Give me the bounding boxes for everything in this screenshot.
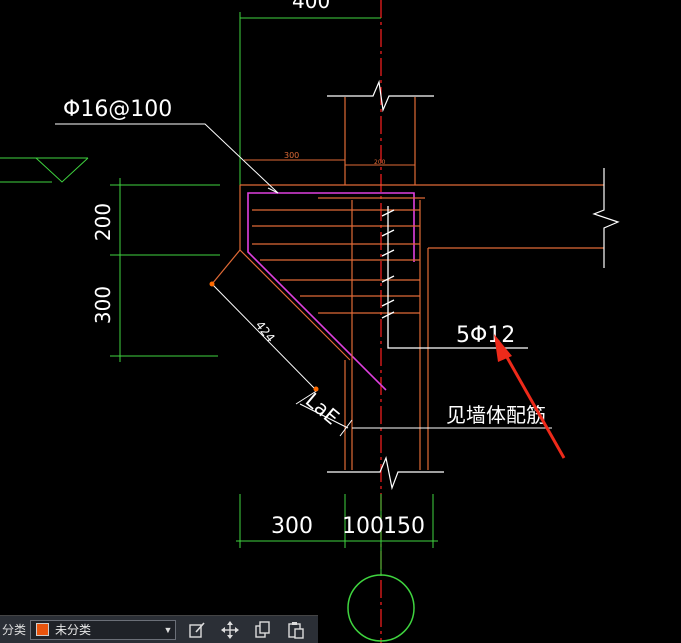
upper-column	[344, 97, 416, 185]
level-mark	[0, 157, 89, 183]
category-color-swatch	[36, 623, 49, 636]
edit-button[interactable]	[185, 619, 209, 641]
dim-bottom-150: 150	[383, 514, 425, 539]
vertical-rebar	[381, 206, 528, 349]
dim-bottom-300: 300	[271, 514, 313, 539]
move-button[interactable]	[218, 619, 242, 641]
stirrup-bar	[247, 192, 415, 391]
dim-diagonal-424	[211, 283, 319, 405]
break-line-right	[592, 168, 620, 268]
dim-left-vertical	[110, 178, 220, 362]
dim-small-200: 200	[374, 159, 386, 166]
dim-424: 424	[253, 318, 278, 345]
dim-vertical-300: 300	[91, 286, 115, 324]
break-line-bottom	[327, 455, 444, 491]
paste-icon	[288, 621, 304, 639]
category-value: 未分类	[55, 623, 92, 637]
dim-bottom-100: 100	[342, 514, 384, 539]
axis-bubble	[347, 574, 415, 642]
horizontal-rebars	[252, 197, 425, 470]
category-select[interactable]: 未分类 ▼	[30, 619, 176, 640]
leader-phi16	[55, 123, 279, 194]
wall-note-text: 见墙体配筋	[446, 403, 546, 427]
dim-vertical-200: 200	[91, 203, 115, 241]
break-line-top	[327, 79, 434, 113]
dim-top-text: 400	[292, 0, 330, 13]
bottom-toolbar: 分类 未分类 ▼	[0, 615, 318, 643]
rebar-main-label: Φ16@100	[63, 97, 172, 122]
move-icon	[221, 620, 239, 639]
edit-icon	[189, 621, 205, 638]
copy-button[interactable]	[251, 619, 275, 641]
red-arrow-annotation	[494, 334, 566, 459]
rebar-5phi12-label: 5Φ12	[456, 323, 515, 348]
dim-lae	[299, 403, 353, 437]
dim-bottom-chain	[236, 494, 438, 548]
chevron-down-icon[interactable]: ▼	[163, 624, 173, 635]
dim-top-400: 400	[239, 0, 381, 185]
category-label: 分类	[2, 623, 26, 637]
beam-slab-outline	[211, 184, 604, 470]
copy-icon	[255, 620, 270, 638]
paste-button[interactable]	[284, 619, 308, 641]
dim-small-300: 300	[284, 151, 299, 160]
